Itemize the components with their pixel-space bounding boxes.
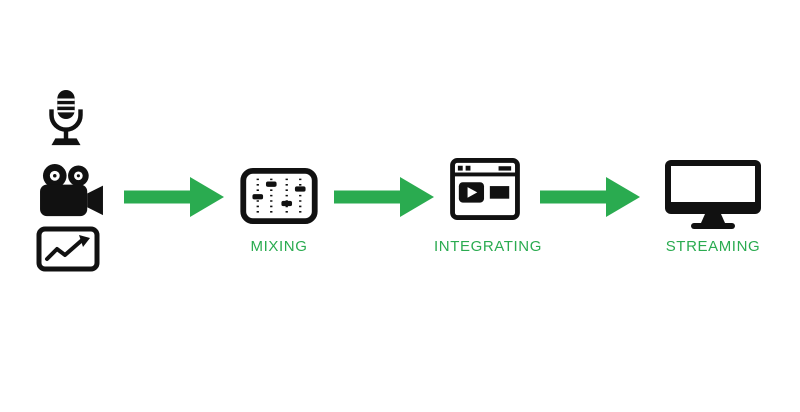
flow-arrow-1 <box>124 177 224 217</box>
browser-video-icon <box>450 158 520 220</box>
flow-arrow-3 <box>540 177 640 217</box>
step-label-streaming: STREAMING <box>665 238 761 255</box>
video-camera-icon <box>38 163 105 222</box>
step-label-integrating: INTEGRATING <box>434 238 542 255</box>
line-chart-icon <box>36 226 100 272</box>
microphone-icon <box>44 90 88 148</box>
step-label-mixing: MIXING <box>250 238 308 255</box>
flow-arrow-2 <box>334 177 434 217</box>
monitor-icon <box>663 158 763 233</box>
audio-mixer-icon <box>240 168 318 224</box>
